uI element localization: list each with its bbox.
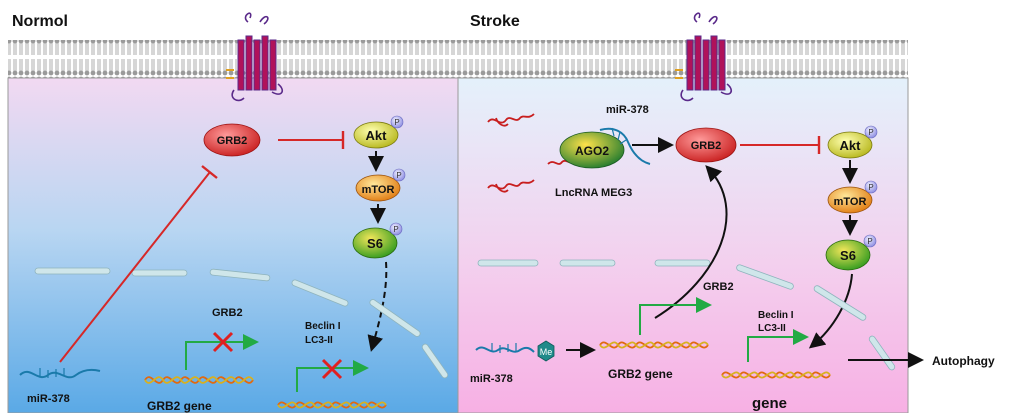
normal-panel: Normol GRB2 Akt P <box>7 12 459 413</box>
svg-text:P: P <box>396 171 401 180</box>
arrow-gene-grb2 <box>654 165 728 319</box>
ago2-node: AGO2 <box>559 131 625 169</box>
phospho-icon: P <box>390 115 404 129</box>
block-x-icon <box>212 331 234 353</box>
grb2-node: GRB2 <box>203 123 261 157</box>
grb2-node: GRB2 <box>675 127 737 163</box>
mtor-node: mTOR P <box>355 168 406 202</box>
s6-node: S6 P <box>352 222 403 259</box>
mtor-node: mTOR P <box>827 180 878 214</box>
grb2-transcript-label: GRB2 <box>212 307 243 319</box>
mirna-icon <box>599 127 651 165</box>
mtor-label: mTOR <box>362 184 395 196</box>
lncrna-label: LncRNA MEG3 <box>555 187 632 199</box>
mtor-label: mTOR <box>834 196 867 208</box>
inhibit-mir-grb2 <box>59 171 211 363</box>
mirna-icon <box>475 343 535 353</box>
stroke-panel: Stroke AGO2 miR-378 Lnc <box>457 12 995 413</box>
svg-text:P: P <box>868 128 873 137</box>
svg-text:P: P <box>867 237 872 246</box>
stroke-membrane <box>458 40 908 78</box>
svg-text:P: P <box>868 183 873 192</box>
mir-label: miR-378 <box>27 393 70 405</box>
dna-icon <box>599 341 709 349</box>
dna-icon <box>144 376 254 384</box>
s6-label: S6 <box>367 236 383 251</box>
gene-label: gene <box>752 395 787 412</box>
dashed-arrow-s6 <box>367 261 388 352</box>
dna-icon <box>277 401 387 409</box>
grb2-label: GRB2 <box>691 140 722 152</box>
normal-membrane <box>8 40 458 78</box>
grb2-label: GRB2 <box>217 135 248 147</box>
me-label: Me <box>540 347 553 357</box>
dna-icon <box>721 371 831 379</box>
phospho-icon: P <box>864 180 878 194</box>
grb2-gene-label: GRB2 gene <box>608 367 673 381</box>
autophagy-label: Autophagy <box>932 354 995 368</box>
arrow-s6-gene <box>808 273 853 349</box>
akt-label: Akt <box>840 138 862 153</box>
s6-label: S6 <box>840 248 856 263</box>
akt-label: Akt <box>366 128 388 143</box>
phospho-icon: P <box>863 234 877 248</box>
receptor-icon <box>675 12 733 102</box>
mir-top-label: miR-378 <box>606 104 649 116</box>
nuclear-membrane <box>34 267 449 379</box>
svg-text:P: P <box>394 118 399 127</box>
receptor-icon <box>226 12 284 102</box>
mir-bottom-label: miR-378 <box>470 373 513 385</box>
methyl-icon: Me <box>537 340 555 362</box>
normal-title: Normol <box>12 13 68 30</box>
beclin-label: Beclin I <box>305 321 341 332</box>
lc3-label: LC3-II <box>758 323 786 334</box>
mirna-icon <box>19 368 101 379</box>
block-x-icon <box>321 358 343 380</box>
lc3-label: LC3-II <box>305 335 333 346</box>
s6-node: S6 P <box>825 234 877 271</box>
ago2-label: AGO2 <box>575 144 609 158</box>
nuclear-membrane <box>477 259 896 371</box>
phospho-icon: P <box>389 222 403 236</box>
stroke-title: Stroke <box>470 13 520 30</box>
svg-text:P: P <box>393 225 398 234</box>
grb2-transcript-label: GRB2 <box>703 281 734 293</box>
beclin-label: Beclin I <box>758 310 794 321</box>
grb2-gene-label: GRB2 gene <box>147 399 212 413</box>
phospho-icon: P <box>392 168 406 182</box>
akt-node: Akt P <box>353 115 404 149</box>
phospho-icon: P <box>864 125 878 139</box>
akt-node: Akt P <box>827 125 878 159</box>
